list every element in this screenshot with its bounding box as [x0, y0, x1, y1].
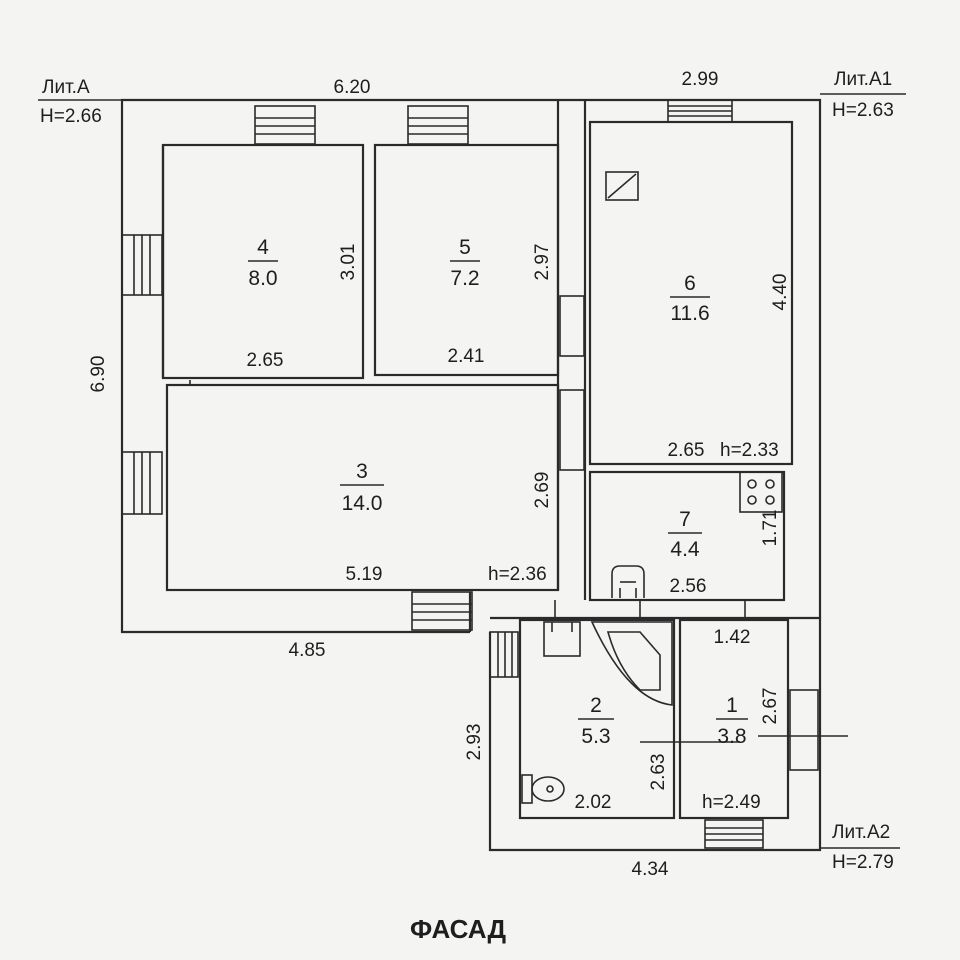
- window: [789, 689, 819, 771]
- dim-room2-height: 2.63: [648, 754, 669, 791]
- dim-room3-height: 2.69: [532, 472, 553, 509]
- lit-a1-outer-walls: [583, 98, 822, 618]
- lit-a2-outer-walls: [488, 616, 822, 852]
- toilet-icon: [521, 774, 565, 804]
- room-area: 11.6: [670, 302, 709, 325]
- room-number: 6: [684, 272, 696, 295]
- dim-room6-h: h=2.33: [720, 440, 779, 461]
- dim-room1-h: h=2.49: [702, 792, 761, 813]
- fixtures: [521, 171, 783, 804]
- lit-a2-height: H=2.79: [832, 852, 894, 873]
- dim-lit-a-depth: 6.90: [88, 356, 109, 393]
- section-line: [640, 735, 848, 743]
- windows: [121, 99, 819, 849]
- window: [407, 105, 469, 145]
- facade-label: ФАСАД: [410, 914, 507, 944]
- dim-room5-height: 2.97: [532, 244, 553, 281]
- dim-room6-width: 2.65: [668, 440, 705, 461]
- room-area: 7.2: [450, 267, 479, 290]
- room-7-label: 7 4.4: [668, 508, 702, 561]
- dim-room3-width: 5.19: [346, 564, 383, 585]
- chimney-icon: [605, 171, 639, 201]
- room-area: 5.3: [581, 725, 610, 748]
- door-openings: [189, 295, 746, 618]
- dim-lit-a-width: 6.20: [334, 77, 371, 98]
- dim-room4-width: 2.65: [247, 350, 284, 371]
- window: [121, 234, 163, 296]
- dim-room7-height: 1.71: [760, 510, 781, 547]
- lit-a1-height: H=2.63: [832, 100, 894, 121]
- window: [254, 105, 316, 145]
- dim-lit-a1-width: 2.99: [682, 69, 719, 90]
- lit-a-outer-walls: [120, 98, 585, 634]
- room-1-label: 1 3.8: [716, 694, 748, 748]
- room-area: 3.8: [717, 725, 746, 748]
- dim-lit-a2-depth: 2.93: [464, 724, 485, 761]
- sink-icon: [611, 565, 645, 598]
- washbasin-icon: [543, 621, 581, 657]
- building-label-lit-a1: Лит.А1 H=2.63: [820, 69, 906, 121]
- dim-lit-a-bottom: 4.85: [289, 640, 326, 661]
- window: [411, 591, 473, 631]
- dim-room2-width: 2.02: [575, 792, 612, 813]
- dim-room6-height: 4.40: [770, 274, 791, 311]
- dim-room1-top: 1.42: [714, 627, 751, 648]
- window: [667, 99, 733, 123]
- lit-a-name: Лит.А: [42, 77, 90, 98]
- building-label-lit-a2: Лит.А2 H=2.79: [820, 822, 900, 873]
- room-number: 4: [257, 236, 269, 259]
- dim-room5-width: 2.41: [448, 346, 485, 367]
- stove-icon: [739, 471, 783, 513]
- dim-room3-h: h=2.36: [488, 564, 547, 585]
- lit-a2-name: Лит.А2: [832, 822, 890, 843]
- window: [489, 631, 519, 678]
- building-label-lit-a: Лит.А H=2.66: [38, 77, 122, 127]
- room-number: 1: [726, 694, 738, 717]
- dimension-labels: 6.20 2.99 6.90 4.85 4.34 2.93 3.01 2.65 …: [88, 69, 791, 880]
- window: [704, 819, 764, 849]
- room-number: 3: [356, 460, 368, 483]
- room-number: 2: [590, 694, 602, 717]
- dim-room1-height: 2.67: [760, 688, 781, 725]
- lit-a1-name: Лит.А1: [834, 69, 892, 90]
- lit-a-height: H=2.66: [40, 106, 102, 127]
- room-3-label: 3 14.0: [340, 460, 384, 515]
- room-number: 7: [679, 508, 691, 531]
- room-area: 14.0: [342, 492, 383, 515]
- room-area: 4.4: [670, 538, 700, 561]
- dim-lit-a2-bottom: 4.34: [632, 859, 669, 880]
- room-number: 5: [459, 236, 471, 259]
- room-6-label: 6 11.6: [670, 272, 710, 325]
- room-5-label: 5 7.2: [450, 236, 480, 290]
- room-4-label: 4 8.0: [248, 236, 278, 290]
- window: [121, 451, 163, 515]
- room-area: 8.0: [248, 267, 277, 290]
- corner-bathtub-icon: [590, 621, 673, 706]
- dim-room4-height: 3.01: [338, 244, 359, 281]
- room-2-label: 2 5.3: [578, 694, 614, 748]
- dim-room7-width: 2.56: [670, 576, 707, 597]
